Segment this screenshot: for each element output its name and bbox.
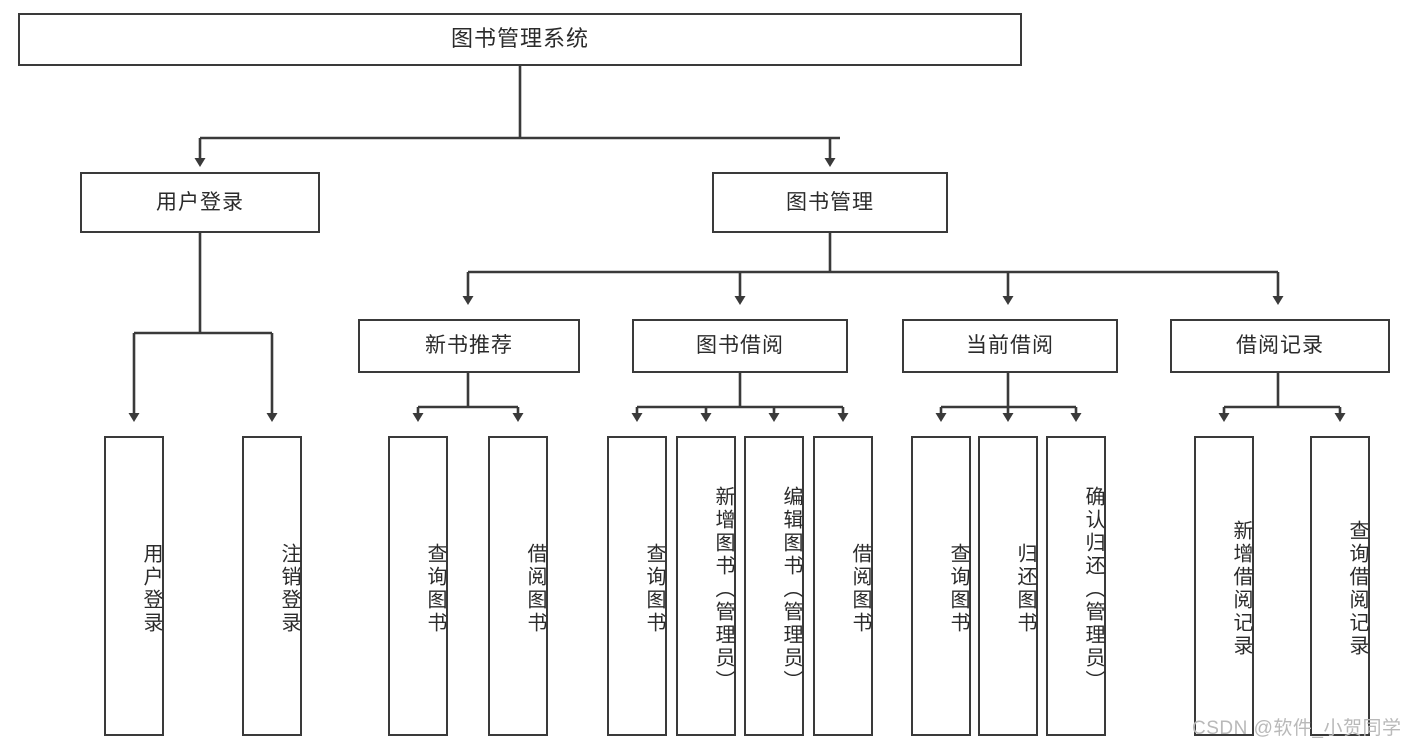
leaf-user-login-login[interactable]: 用户登录 — [104, 436, 164, 736]
watermark-text: CSDN @软件_小贺同学 — [1192, 718, 1402, 739]
node-root-system[interactable]: 图书管理系统 — [18, 13, 1022, 66]
node-label: 借阅图书 — [849, 543, 871, 635]
node-label: 查询图书 — [643, 543, 665, 635]
node-current-borrow[interactable]: 当前借阅 — [902, 319, 1118, 373]
leaf-current-borrow-query[interactable]: 查询图书 — [911, 436, 971, 736]
node-label: 借阅记录 — [1236, 334, 1324, 358]
node-book-borrow[interactable]: 图书借阅 — [632, 319, 848, 373]
node-label: 新书推荐 — [425, 334, 513, 358]
leaf-new-book-query[interactable]: 查询图书 — [388, 436, 448, 736]
node-user-login[interactable]: 用户登录 — [80, 172, 320, 233]
leaf-book-borrow-edit[interactable]: 编辑图书（管理员） — [744, 436, 804, 736]
node-label: 查询图书 — [424, 543, 446, 635]
leaf-current-borrow-confirm-return[interactable]: 确认归还（管理员） — [1046, 436, 1106, 736]
node-label: 借阅图书 — [524, 543, 546, 635]
node-label: 图书管理 — [786, 190, 874, 214]
leaf-book-borrow-query[interactable]: 查询图书 — [607, 436, 667, 736]
node-label: 当前借阅 — [966, 334, 1054, 358]
leaf-user-login-logout[interactable]: 注销登录 — [242, 436, 302, 736]
node-label: 查询图书 — [947, 543, 969, 635]
node-book-management[interactable]: 图书管理 — [712, 172, 948, 233]
node-label: 用户登录 — [140, 543, 162, 635]
node-label: 新增借阅记录 — [1230, 520, 1252, 658]
node-label: 查询借阅记录 — [1346, 520, 1368, 658]
node-borrow-record[interactable]: 借阅记录 — [1170, 319, 1390, 373]
leaf-borrow-record-query[interactable]: 查询借阅记录 — [1310, 436, 1370, 736]
node-label: 归还图书 — [1014, 543, 1036, 635]
node-label: 注销登录 — [278, 543, 300, 635]
leaf-borrow-record-add[interactable]: 新增借阅记录 — [1194, 436, 1254, 736]
node-label: 图书借阅 — [696, 334, 784, 358]
node-new-book-recommend[interactable]: 新书推荐 — [358, 319, 580, 373]
node-label: 确认归还（管理员） — [1082, 485, 1104, 693]
leaf-current-borrow-return[interactable]: 归还图书 — [978, 436, 1038, 736]
node-label: 编辑图书（管理员） — [780, 485, 802, 693]
leaf-book-borrow-borrow[interactable]: 借阅图书 — [813, 436, 873, 736]
leaf-book-borrow-add[interactable]: 新增图书（管理员） — [676, 436, 736, 736]
node-label: 新增图书（管理员） — [712, 485, 734, 693]
node-label: 用户登录 — [156, 190, 244, 214]
leaf-new-book-borrow[interactable]: 借阅图书 — [488, 436, 548, 736]
node-label: 图书管理系统 — [450, 26, 589, 52]
